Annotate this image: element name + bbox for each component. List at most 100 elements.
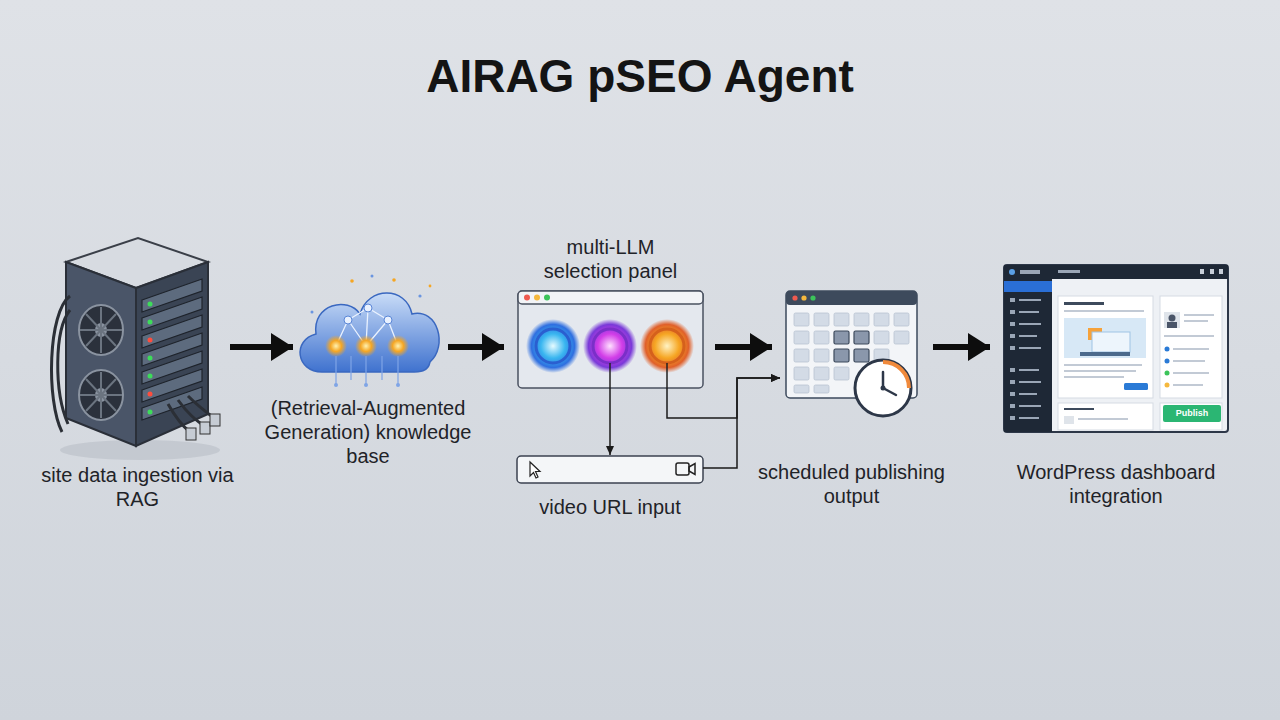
dashboard-icon-part-part (1019, 393, 1037, 395)
calendar-icon-part-part (794, 367, 809, 380)
dashboard-icon-part-part (1019, 417, 1039, 419)
dashboard-icon-part-part (1010, 416, 1015, 420)
calendar-icon-part (883, 372, 896, 395)
dashboard-icon-part (1064, 376, 1124, 378)
server-icon-part (148, 356, 153, 361)
connector-arrow (715, 344, 772, 350)
cloud-icon-part (325, 335, 347, 357)
calendar-icon-part-part (814, 367, 829, 380)
dashboard-icon-part (1080, 352, 1130, 356)
dashboard-icon-part (1173, 384, 1203, 386)
node-caption-group: multi-LLM selection panel (531, 235, 691, 283)
dashboard-icon-part-part (1019, 369, 1039, 371)
server-icon-part (66, 262, 136, 446)
node-caption-group: WordPress dashboard integration (996, 460, 1236, 508)
dashboard-icon-part (1058, 403, 1153, 430)
calendar-icon-part-part (894, 331, 909, 344)
process-node: scheduled publishing output (786, 291, 917, 398)
dashboard-icon-part (1064, 416, 1074, 424)
calendar-icon-part (786, 291, 917, 305)
dashboard-icon-part-part (1019, 381, 1041, 383)
cloud-icon-part (364, 304, 372, 312)
calendar-icon-part-part (874, 313, 889, 326)
node-caption: site data ingestion via RAG (23, 463, 253, 511)
calendar-icon-part (810, 295, 815, 300)
cloud-icon-part (350, 279, 354, 283)
dashboard-icon-part (1164, 312, 1180, 328)
cloud-icon-part (371, 275, 374, 278)
dashboard-icon-part-part (1010, 310, 1015, 314)
dashboard-icon-part (1210, 269, 1214, 274)
dashboard-icon-part (1167, 322, 1177, 328)
url-input-icon (517, 456, 703, 483)
process-node: (Retrieval-Augmented Generation) knowled… (298, 285, 438, 380)
server-icon-part (80, 307, 122, 353)
dashboard-icon-part-part (1019, 311, 1039, 313)
dashboard-icon-part (1010, 298, 1041, 420)
calendar-icon-part-part (814, 331, 829, 344)
connector-arrow (448, 344, 504, 350)
calendar-icon-part-part (814, 385, 829, 393)
cloud-icon-part (311, 311, 314, 314)
server-icon-part (148, 374, 153, 379)
dashboard-icon-part (1092, 332, 1130, 352)
dashboard-icon-part (1173, 360, 1205, 362)
dashboard-icon-part (1160, 403, 1222, 430)
dashboard-icon-part-part (1010, 368, 1015, 372)
dashboard-icon-part (1064, 364, 1142, 366)
calendar-icon-part-part (834, 367, 849, 380)
dashboard-icon (1004, 265, 1228, 432)
llm-panel-icon-part (518, 291, 703, 304)
diagram-title: AIRAG pSEO Agent (0, 48, 1280, 104)
url-input-icon-part (676, 463, 689, 475)
cloud-icon-part (364, 383, 368, 387)
llm-panel-icon-part (524, 295, 530, 301)
calendar-icon-part (834, 331, 869, 362)
dashboard-icon-part (1184, 314, 1214, 316)
calendar-icon-part-part (854, 349, 869, 362)
calendar-icon-part-part (834, 349, 849, 362)
cloud-icon-part (334, 383, 338, 387)
llm-panel-icon-part (526, 319, 580, 373)
calendar-icon-part (855, 360, 911, 416)
llm-panel-icon-part (534, 295, 540, 301)
node-caption: multi-LLM selection panel (531, 235, 691, 283)
process-node: video URL input (517, 456, 703, 483)
llm-panel-icon-part (610, 363, 667, 388)
llm-panel-icon-part (518, 291, 703, 388)
server-icon-part (52, 296, 70, 432)
cloud-icon (300, 275, 439, 388)
cloud-icon-part (336, 356, 398, 384)
cloud-icon-part (300, 293, 439, 372)
cloud-icon-part (384, 316, 392, 324)
node-caption: video URL input (500, 495, 720, 519)
dashboard-icon-part (1064, 370, 1136, 372)
dashboard-icon-part-part (1019, 323, 1041, 325)
url-input-icon-part (689, 464, 695, 475)
node-caption: (Retrieval-Augmented Generation) knowled… (258, 396, 478, 468)
dashboard-icon-part-part (1019, 335, 1037, 337)
calendar-icon-part-part (854, 313, 869, 326)
cloud-icon-part (355, 335, 377, 357)
node-caption-group: video URL input (500, 495, 720, 519)
llm-panel-icon-part (536, 329, 570, 363)
calendar-icon-part (881, 386, 886, 391)
url-input-icon-part (530, 462, 540, 478)
dashboard-icon-part-part (1010, 404, 1015, 408)
server-icon-part-part (142, 387, 202, 420)
dashboard-icon-part (1064, 318, 1146, 358)
process-node: WordPress dashboard integration (1004, 265, 1228, 432)
calendar-icon-part-part (834, 313, 849, 326)
dashboard-icon-part (1058, 270, 1080, 273)
dashboard-icon-part (1165, 347, 1170, 352)
button-label: Publish (1163, 405, 1221, 422)
server-icon-part (148, 320, 153, 325)
cloud-icon-part (392, 278, 396, 282)
dashboard-icon-part-part (1010, 380, 1015, 384)
connector-arrow (230, 344, 293, 350)
dashboard-icon-part (1165, 383, 1170, 388)
dashboard-icon-part-part (1019, 347, 1041, 349)
